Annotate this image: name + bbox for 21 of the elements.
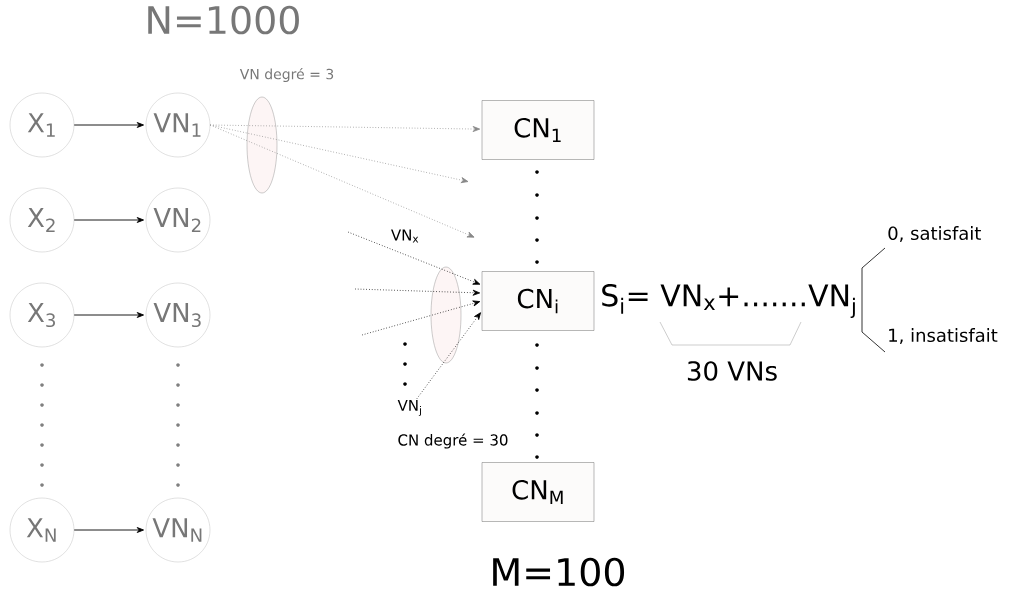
arrow bbox=[209, 124, 475, 238]
text-label: CN degré = 30 bbox=[398, 433, 508, 449]
check-node-box: CN$_{1}$ bbox=[481, 100, 595, 160]
arrow bbox=[73, 312, 144, 318]
node-label: VN$_{j}$ bbox=[397, 399, 421, 417]
edge-label: VN$_{x}$ bbox=[389, 228, 421, 244]
text-label: N=1000 bbox=[148, 5, 299, 35]
arrow bbox=[73, 122, 144, 128]
arrow bbox=[354, 288, 481, 296]
check-node-box: CN$_{i}$ bbox=[481, 271, 595, 331]
check-node-box: CN$_{M}$ bbox=[481, 462, 595, 522]
arrow bbox=[73, 527, 144, 533]
text-label: 1, insatisfait bbox=[889, 328, 998, 344]
text-label: VN degré = 3 bbox=[239, 67, 334, 83]
text-label: 30 VNs bbox=[687, 361, 777, 381]
arrow bbox=[416, 312, 481, 400]
text-label: M=100 bbox=[493, 557, 625, 587]
arrow bbox=[73, 217, 144, 223]
arrow bbox=[347, 231, 481, 285]
arrow bbox=[361, 300, 481, 336]
text-label: 0, satisfait bbox=[888, 226, 981, 242]
